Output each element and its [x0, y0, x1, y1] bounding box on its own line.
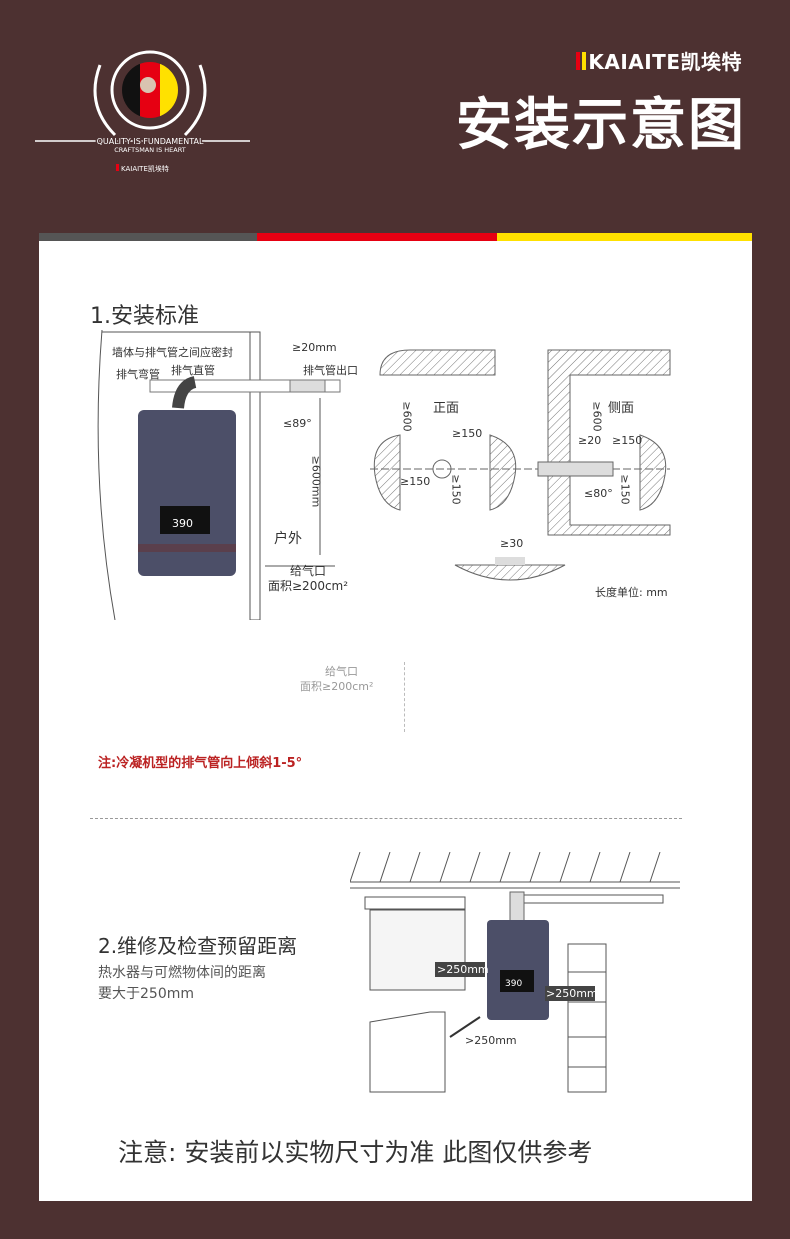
label-straight: 排气直管 [171, 364, 215, 377]
brand-emblem: QUALITY IS FUNDAMENTAL CRAFTSMAN IS HEAR… [30, 30, 270, 180]
label-gap: ≥20mm [292, 341, 337, 354]
label-outlet: 排气管出口 [303, 364, 358, 377]
label-elbow: 排气弯管 [116, 368, 160, 381]
installation-side-diagram: 390 [97, 330, 341, 620]
faded-divider [404, 662, 405, 732]
section-divider [90, 818, 682, 819]
label-outdoor: 户外 [274, 531, 302, 547]
section2-heading: 2.维修及检查预留距离 [98, 934, 298, 958]
label-seal: 墙体与排气管之间应密封 [112, 346, 233, 359]
left-clearance: >250mm [437, 963, 489, 976]
svg-text:390: 390 [505, 979, 522, 989]
side-angle: ≤80° [584, 487, 613, 500]
svg-text:QUALITY IS FUNDAMENTAL: QUALITY IS FUNDAMENTAL [97, 137, 204, 146]
svg-text:KAIAITE凯埃特: KAIAITE凯埃特 [121, 164, 169, 173]
page-title: 安装示意图 [456, 93, 746, 158]
color-bar-red [257, 233, 497, 241]
front-d600: ≥600 [400, 401, 414, 432]
section2-desc1: 热水器与可燃物体间的距离 [98, 965, 266, 981]
color-bar-gray [39, 233, 257, 241]
label-angle: ≤89° [283, 417, 312, 430]
faded-area: 面积≥200cm² [300, 680, 374, 693]
front-d150b: ≥150 [400, 475, 431, 488]
front-clearance: >250mm [465, 1034, 517, 1047]
maintenance-clearance-diagram: 390 [350, 852, 680, 1093]
right-clearance: >250mm [546, 987, 598, 1000]
brand-name: KAIAITE凯埃特 [588, 50, 742, 74]
front-d150c: ≥150 [449, 474, 463, 505]
label-air-inlet: 给气口 [290, 564, 327, 578]
side-d150b: ≥150 [618, 474, 632, 505]
side-d600: ≥600 [590, 401, 604, 432]
label-area: 面积≥200cm² [268, 579, 349, 593]
side-title: 侧面 [608, 401, 635, 416]
front-d150a: ≥150 [452, 427, 483, 440]
svg-text:CRAFTSMAN IS HEART: CRAFTSMAN IS HEART [114, 146, 186, 154]
svg-text:390: 390 [172, 517, 193, 530]
condensing-note: 注:冷凝机型的排气管向上倾斜1-5° [98, 756, 303, 771]
side-d20: ≥20 [578, 434, 602, 447]
brand-logo: KAIAITE凯埃特 [576, 46, 742, 75]
section2-desc2: 要大于250mm [98, 986, 194, 1002]
section1-heading: 1.安装标准 [90, 304, 199, 329]
footer-note: 注意: 安装前以实物尺寸为准 此图仅供参考 [118, 1138, 593, 1167]
color-bar-yellow [497, 233, 752, 241]
front-title: 正面 [433, 401, 460, 416]
side-d150a: ≥150 [612, 434, 643, 447]
label-height: ≥600mm [309, 455, 323, 508]
faded-inlet: 给气口 [325, 665, 358, 678]
clearance-diagrams [370, 349, 671, 581]
unit-label: 长度单位: mm [595, 586, 668, 599]
top-gap: ≥30 [500, 537, 524, 550]
